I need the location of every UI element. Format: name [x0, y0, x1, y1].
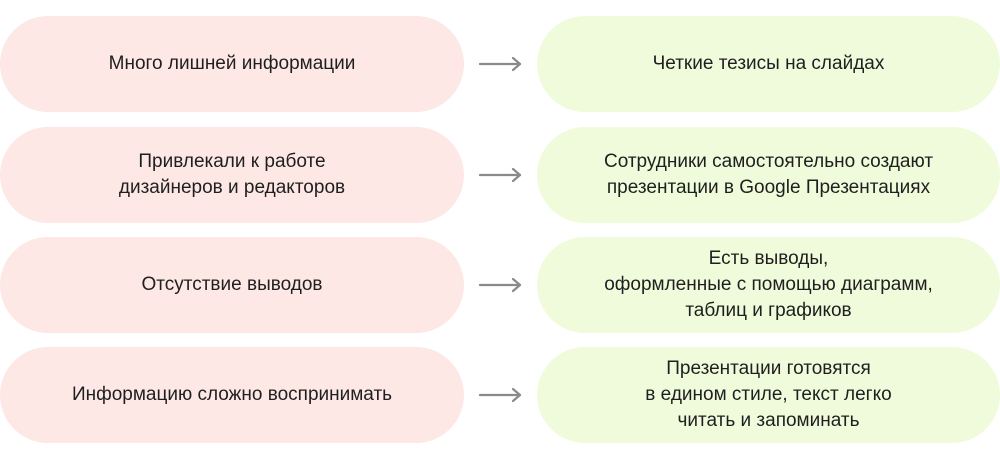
comparison-row: Отсутствие выводов Есть выводы, оформлен…	[0, 237, 1000, 333]
problem-text: Отсутствие выводов	[141, 274, 323, 295]
problem-pill: Много лишней информации	[0, 16, 464, 112]
solution-text: Презентации готовятся в едином стиле, те…	[645, 358, 892, 431]
arrow-right-icon	[478, 387, 524, 403]
problem-pill: Привлекали к работе дизайнеров и редакто…	[0, 127, 464, 223]
comparison-row: Много лишней информации Четкие тезисы на…	[0, 16, 1000, 112]
arrow-right-icon	[478, 167, 524, 183]
problem-pill: Отсутствие выводов	[0, 237, 464, 333]
arrow-right-icon	[478, 56, 524, 72]
solution-text: Есть выводы, оформленные с помощью диагр…	[604, 248, 933, 321]
problem-pill: Информацию сложно воспринимать	[0, 347, 464, 443]
problem-text: Информацию сложно воспринимать	[71, 384, 393, 405]
solution-pill: Четкие тезисы на слайдах	[537, 16, 1000, 112]
solution-pill: Есть выводы, оформленные с помощью диагр…	[537, 237, 1000, 333]
problem-text: Много лишней информации	[108, 53, 356, 74]
comparison-row: Информацию сложно воспринимать Презентац…	[0, 347, 1000, 443]
comparison-row: Привлекали к работе дизайнеров и редакто…	[0, 127, 1000, 223]
solution-text: Четкие тезисы на слайдах	[652, 53, 885, 74]
solution-pill: Презентации готовятся в едином стиле, те…	[537, 347, 1000, 443]
problem-text: Привлекали к работе дизайнеров и редакто…	[118, 151, 346, 198]
arrow-right-icon	[478, 277, 524, 293]
solution-text: Сотрудники самостоятельно создают презен…	[603, 151, 934, 198]
solution-pill: Сотрудники самостоятельно создают презен…	[537, 127, 1000, 223]
